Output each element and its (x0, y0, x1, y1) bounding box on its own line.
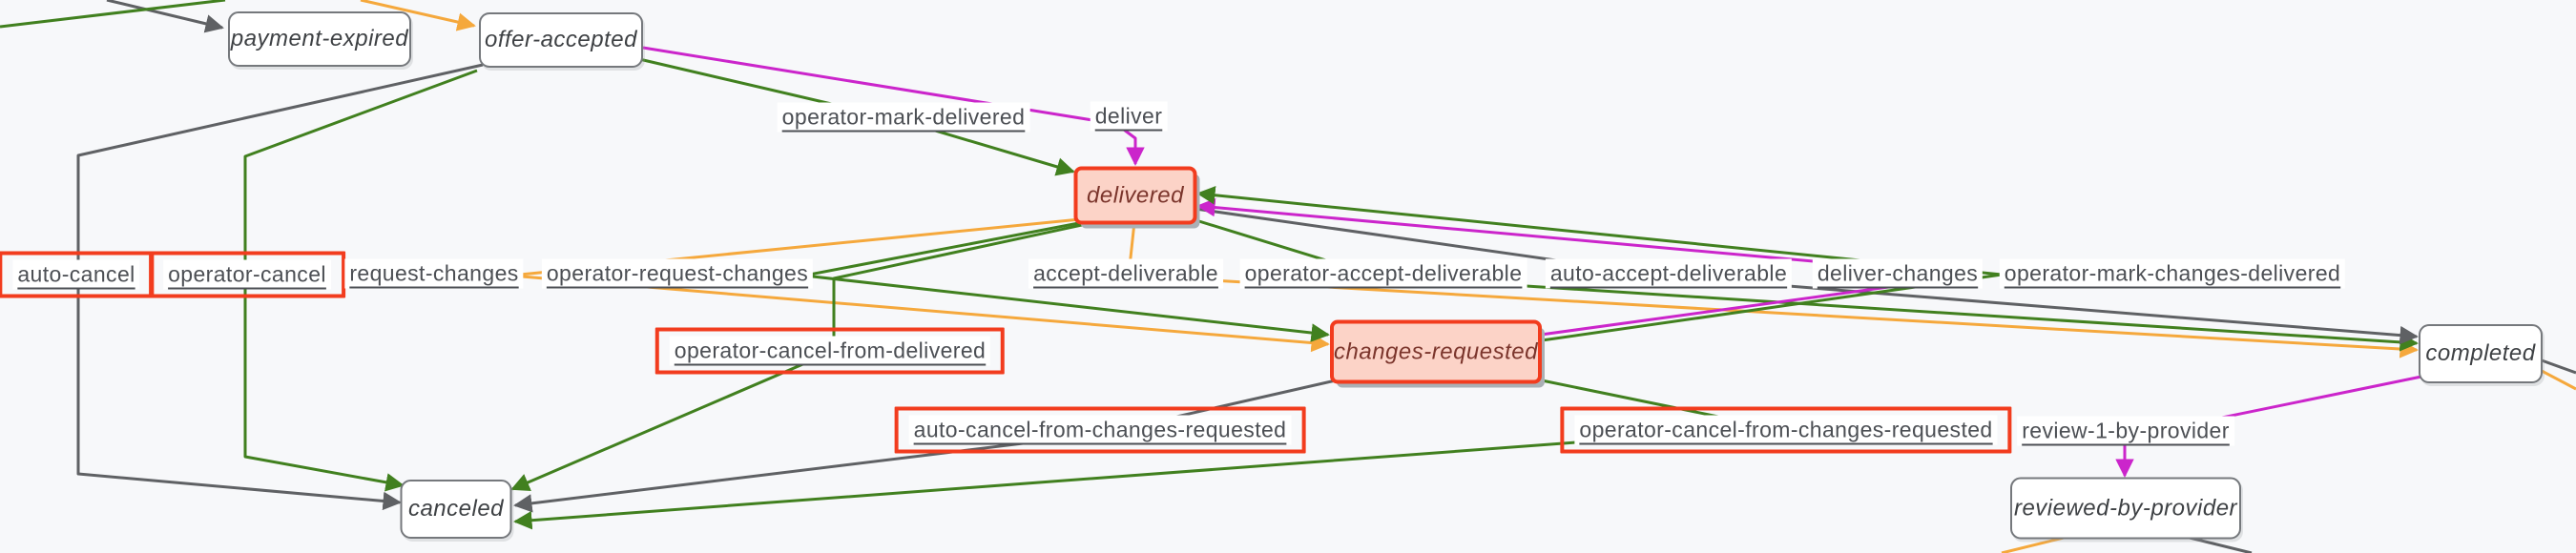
edge-operator-cancel (243, 69, 478, 492)
transition-label-operator-accept-deliverable[interactable]: operator-accept-deliverable (1239, 258, 1527, 289)
transition-label-operator-cancel[interactable]: operator-cancel (149, 251, 345, 298)
state-node-changes-requested[interactable]: changes-requested (1330, 319, 1542, 384)
state-node-label: canceled (407, 496, 505, 522)
edge-from-completed-right-lower (2541, 369, 2576, 391)
transition-label-text: operator-cancel-from-delivered (669, 336, 991, 366)
state-node-label: changes-requested (1334, 338, 1538, 364)
transition-label-text: request-changes (344, 258, 524, 289)
state-node-completed[interactable]: completed (2419, 324, 2543, 383)
transition-label-review-1-by-provider[interactable]: review-1-by-provider (2017, 416, 2234, 446)
transition-label-text: operator-cancel (163, 259, 331, 290)
state-node-label: reviewed-by-provider (2013, 495, 2238, 521)
state-node-label: delivered (1087, 182, 1184, 208)
transition-label-deliver[interactable]: deliver (1090, 101, 1168, 132)
transition-label-text: operator-cancel-from-changes-requested (1574, 415, 1998, 445)
transition-label-text: operator-request-changes (541, 258, 814, 289)
transition-label-operator-mark-changes-delivered[interactable]: operator-mark-changes-delivered (1999, 258, 2346, 289)
edge-offscreen-top-left (0, 0, 226, 29)
transition-label-text: auto-accept-deliverable (1545, 258, 1793, 289)
state-node-canceled[interactable]: canceled (400, 480, 512, 539)
state-node-reviewed-by-provider[interactable]: reviewed-by-provider (2010, 477, 2241, 540)
transition-label-text: auto-cancel-from-changes-requested (908, 415, 1292, 445)
transition-label-text: operator-accept-deliverable (1239, 258, 1527, 289)
transition-label-text: operator-mark-delivered (777, 102, 1030, 133)
edge-into-payment-expired (106, 0, 224, 33)
transition-label-text: deliver-changes (1812, 258, 1984, 289)
transition-label-operator-cancel-from-changes-requested[interactable]: operator-cancel-from-changes-requested (1560, 406, 2012, 454)
transition-label-auto-accept-deliverable[interactable]: auto-accept-deliverable (1545, 258, 1793, 289)
transition-label-operator-mark-delivered[interactable]: operator-mark-delivered (777, 102, 1030, 133)
state-node-payment-expired[interactable]: payment-expired (228, 11, 411, 67)
transition-label-auto-cancel-from-changes-requested[interactable]: auto-cancel-from-changes-requested (894, 406, 1306, 454)
transition-label-deliver-changes[interactable]: deliver-changes (1812, 258, 1984, 289)
transition-label-operator-cancel-from-delivered[interactable]: operator-cancel-from-delivered (654, 327, 1006, 375)
edge-from-reviewed-bottom-right (2189, 536, 2253, 553)
edge-into-offer-accepted (360, 0, 476, 31)
edge-auto-cancel (76, 63, 484, 511)
transition-label-operator-request-changes[interactable]: operator-request-changes (541, 258, 814, 289)
edge-deliver (642, 46, 1145, 166)
state-node-delivered[interactable]: delivered (1073, 166, 1197, 225)
transition-label-text: accept-deliverable (1028, 258, 1223, 289)
transition-label-text: deliver (1090, 101, 1168, 132)
transition-label-text: review-1-by-provider (2017, 416, 2234, 446)
transition-label-text: auto-cancel (12, 259, 140, 290)
transition-label-text: operator-mark-changes-delivered (1999, 258, 2346, 289)
state-node-label: payment-expired (230, 26, 409, 51)
state-node-label: completed (2425, 340, 2536, 366)
edge-from-completed-right-upper (2541, 358, 2576, 375)
edge-from-reviewed-bottom-left (2001, 536, 2065, 553)
edge-operator-cancel-from-delivered (510, 220, 1096, 492)
transition-label-request-changes[interactable]: request-changes (344, 258, 524, 289)
state-node-label: offer-accepted (485, 27, 637, 52)
transition-label-auto-cancel[interactable]: auto-cancel (0, 251, 155, 298)
state-node-offer-accepted[interactable]: offer-accepted (479, 12, 643, 68)
transition-label-accept-deliverable[interactable]: accept-deliverable (1028, 258, 1223, 289)
